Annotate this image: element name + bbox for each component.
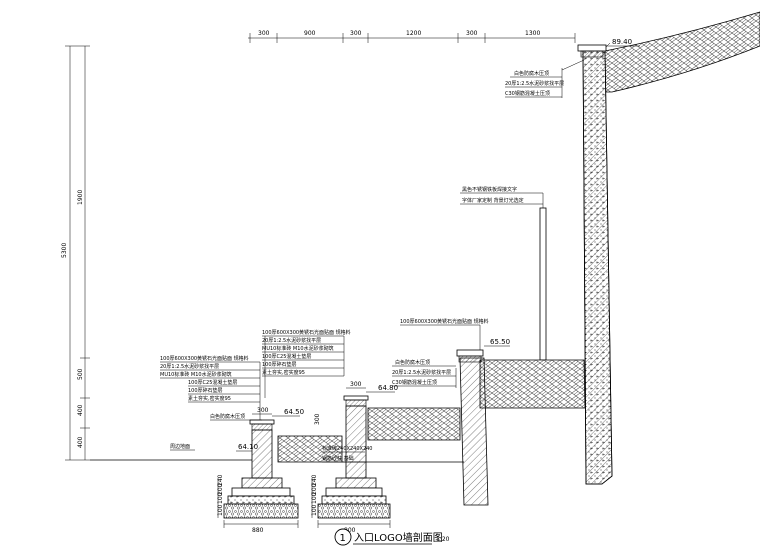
note-tr-2: 20厚1:2.5水泥砂浆找平层: [505, 80, 564, 87]
note-l0-6: 素土夯实,密实度95: [262, 369, 305, 376]
note-mid-cap-1: 白色防腐木压顶: [395, 359, 430, 366]
title-scale: 1:20: [436, 536, 450, 543]
dim-foot-1: 100: [217, 504, 224, 516]
notes-block-spec: 标准砖240X240X240 钢筋砼柱 基础: [322, 445, 372, 463]
drawing-title: 1 入口LOGO墙剖面图 1:20: [334, 528, 450, 546]
dim-left-low2: 400: [77, 436, 84, 448]
note-sign-2: 字体厂家定制 背景灯光选定: [462, 197, 524, 204]
notes-left-stack: 100厚600X300黄锈石光面贴面 规格料 20厚1:2.5水泥砂浆找平层 M…: [262, 329, 351, 398]
note-l0-5: 100厚碎石垫层: [262, 361, 297, 368]
dim-left-mid: 500: [77, 368, 84, 380]
note-sign-1: 黑色不锈钢铁板焊接文字: [462, 186, 517, 193]
left-dimension-chain: 5300 1900 500 400 400: [61, 45, 90, 461]
note-mid-cap-3: C30钢筋混凝土压顶: [392, 379, 437, 386]
dim-top-1: 300: [258, 30, 270, 37]
dim-small-1: 300: [257, 407, 269, 414]
note-l0-1: 100厚600X300黄锈石光面贴面 规格料: [262, 329, 351, 336]
top-dimension-chain: 300 900 300 1200 300 1300: [248, 30, 576, 43]
dim-top-5: 300: [466, 30, 478, 37]
level-mid-right: 65.50: [490, 338, 510, 346]
note-l1-3: MU10标准砖 M10水泥砂浆砌筑: [160, 371, 232, 378]
middle-terrace-fill: [479, 359, 586, 409]
dim-foot-2: 100: [217, 492, 224, 504]
note-block-spec1: 标准砖240X240X240: [322, 445, 372, 452]
note-small-cap: 白色防腐木压顶: [210, 413, 245, 420]
dim-left-upper: 1900: [77, 190, 84, 205]
note-block-spec2: 钢筋砼柱 基础: [322, 455, 354, 462]
level-top-right: 89.40: [612, 38, 632, 46]
dim-left-total: 5300: [61, 243, 68, 258]
dim-foot-3: 200: [217, 483, 224, 495]
notes-top-right: 白色防腐木压顶 20厚1:2.5水泥砂浆找平层 C30钢筋混凝土压顶: [505, 59, 585, 98]
note-tr-3: C30钢筋混凝土压顶: [505, 90, 550, 97]
logo-sign-post: 黑色不锈钢铁板焊接文字 字体厂家定制 背景灯光选定: [460, 186, 547, 361]
note-tr-1: 白色防腐木压顶: [514, 70, 549, 77]
note-l1-2: 20厚1:2.5水泥砂浆找平层: [160, 363, 219, 370]
footing-vertical-dims: 100 100 200 240 100 100 200 240: [217, 474, 318, 518]
note-l2-1: 100厚C25混凝土垫层: [188, 379, 237, 386]
note-l0-4: 100厚C25混凝土垫层: [262, 353, 311, 360]
dim-footing-left: 880: [252, 527, 264, 534]
dim-foot-7: 200: [311, 483, 318, 495]
dim-foot-4: 240: [217, 474, 224, 486]
right-slope-soil: [599, 11, 760, 93]
dim-footing-right: 800: [344, 527, 356, 534]
dim-foot-8: 240: [311, 474, 318, 486]
note-l2-2: 100厚碎石垫层: [188, 387, 223, 394]
dim-small-2: 300: [350, 381, 362, 388]
middle-retaining-wall: 65.50 100厚600X300黄锈石光面贴面 规格料 白色防腐木压顶 20厚…: [392, 318, 510, 506]
dim-foot-5: 100: [311, 504, 318, 516]
note-l1-1: 100厚600X300黄锈石光面贴面 规格料: [160, 355, 249, 362]
level-wall1: 64.50: [284, 408, 304, 416]
lower-terrace-fill-right: [367, 407, 461, 441]
dim-left-low1: 400: [77, 404, 84, 416]
title-name: 入口LOGO墙剖面图: [354, 531, 443, 544]
tall-retaining-wall: 89.40: [577, 38, 640, 485]
level-ground: 64.10: [238, 443, 258, 451]
note-ground: 周边地面: [170, 443, 190, 450]
dim-foot-6: 100: [311, 492, 318, 504]
ground-left: 周边地面 64.10: [90, 443, 258, 461]
dim-top-4: 1200: [406, 30, 421, 37]
dim-small-3: 300: [314, 413, 321, 425]
note-l0-2: 20厚1:2.5水泥砂浆找平层: [262, 337, 321, 344]
level-wall2: 64.80: [378, 384, 398, 392]
notes-left-lower: 100厚600X300黄锈石光面贴面 规格料 20厚1:2.5水泥砂浆找平层 M…: [160, 355, 262, 421]
dim-top-2: 900: [304, 30, 316, 37]
note-l2-3: 素土夯实,密实度95: [188, 395, 231, 402]
logo-wall-short: 64.50 880: [223, 408, 304, 534]
logo-wall-tall: 64.80 800: [317, 384, 398, 534]
title-number: 1: [340, 533, 346, 544]
dim-top-6: 1300: [525, 30, 540, 37]
small-dimensions: 300 300 300: [252, 381, 366, 425]
note-mid-top: 100厚600X300黄锈石光面贴面 规格料: [400, 318, 489, 325]
note-l0-3: MU10标准砖 M10水泥砂浆砌筑: [262, 345, 334, 352]
dim-top-3: 300: [350, 30, 362, 37]
note-mid-cap-2: 20厚1:2.5水泥砂浆找平层: [392, 369, 451, 376]
